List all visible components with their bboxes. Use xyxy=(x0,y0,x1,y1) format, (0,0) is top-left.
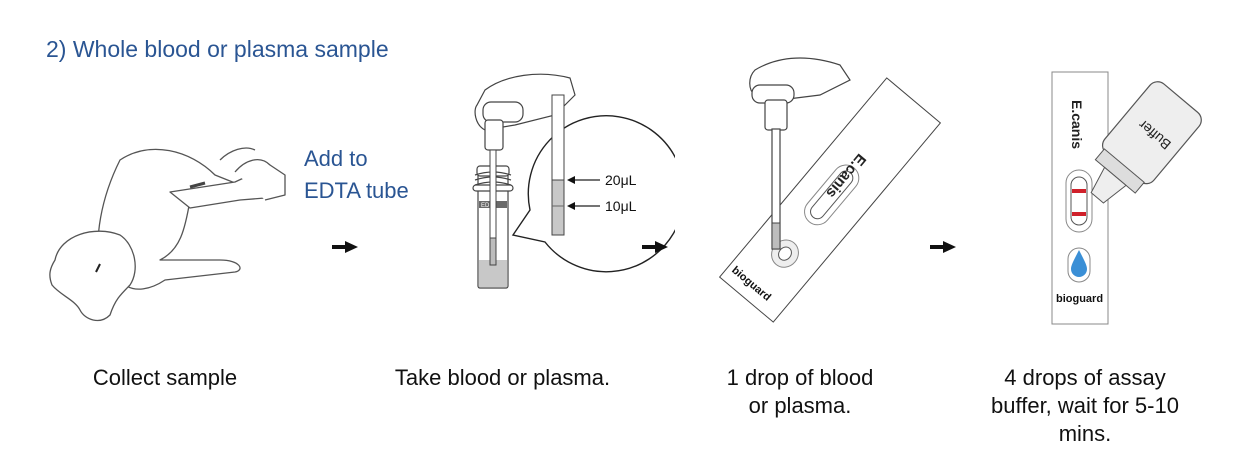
step-4-caption: 4 drops of assay buffer, wait for 5-10 m… xyxy=(945,364,1225,448)
cassette-label: E.canis xyxy=(1069,100,1085,149)
step-3-caption-line1: 1 drop of blood xyxy=(726,365,874,390)
dog-collection-illustration xyxy=(40,120,290,330)
edta-tube-illustration: EDTA 20μL 10μL xyxy=(455,70,675,300)
step-3-caption-line2: or plasma. xyxy=(748,393,852,418)
section-title: 2) Whole blood or plasma sample xyxy=(46,36,389,62)
volume-mark-20: 20μL xyxy=(605,172,637,188)
control-line xyxy=(1072,189,1086,193)
edta-note: Add to EDTA tube xyxy=(304,143,409,207)
brand-label: bioguard xyxy=(1056,293,1103,305)
drop-icon xyxy=(1071,250,1087,277)
arrow-right-icon xyxy=(642,240,668,254)
edta-note-line1: Add to xyxy=(304,146,368,171)
volume-mark-10: 10μL xyxy=(605,198,637,214)
step-4-caption-line2: buffer, wait for 5-10 xyxy=(991,393,1179,418)
step-4-caption-line3: mins. xyxy=(1058,421,1112,446)
edta-note-line2: EDTA tube xyxy=(304,178,409,203)
cassette-drop-illustration: E.canis bioguard xyxy=(710,55,950,325)
test-line xyxy=(1072,212,1086,216)
step-4-caption-line1: 4 drops of assay xyxy=(1004,365,1166,390)
step-3-caption: 1 drop of blood or plasma. xyxy=(690,364,910,420)
arrow-right-icon xyxy=(332,240,358,254)
step-2-caption: Take blood or plasma. xyxy=(394,365,611,390)
edta-tube-label: EDTA xyxy=(481,203,497,209)
arrow-right-icon xyxy=(930,240,956,254)
step-1-caption: Collect sample xyxy=(92,365,238,390)
buffer-cassette-illustration: E.canis bioguard Buffer xyxy=(1050,70,1220,330)
